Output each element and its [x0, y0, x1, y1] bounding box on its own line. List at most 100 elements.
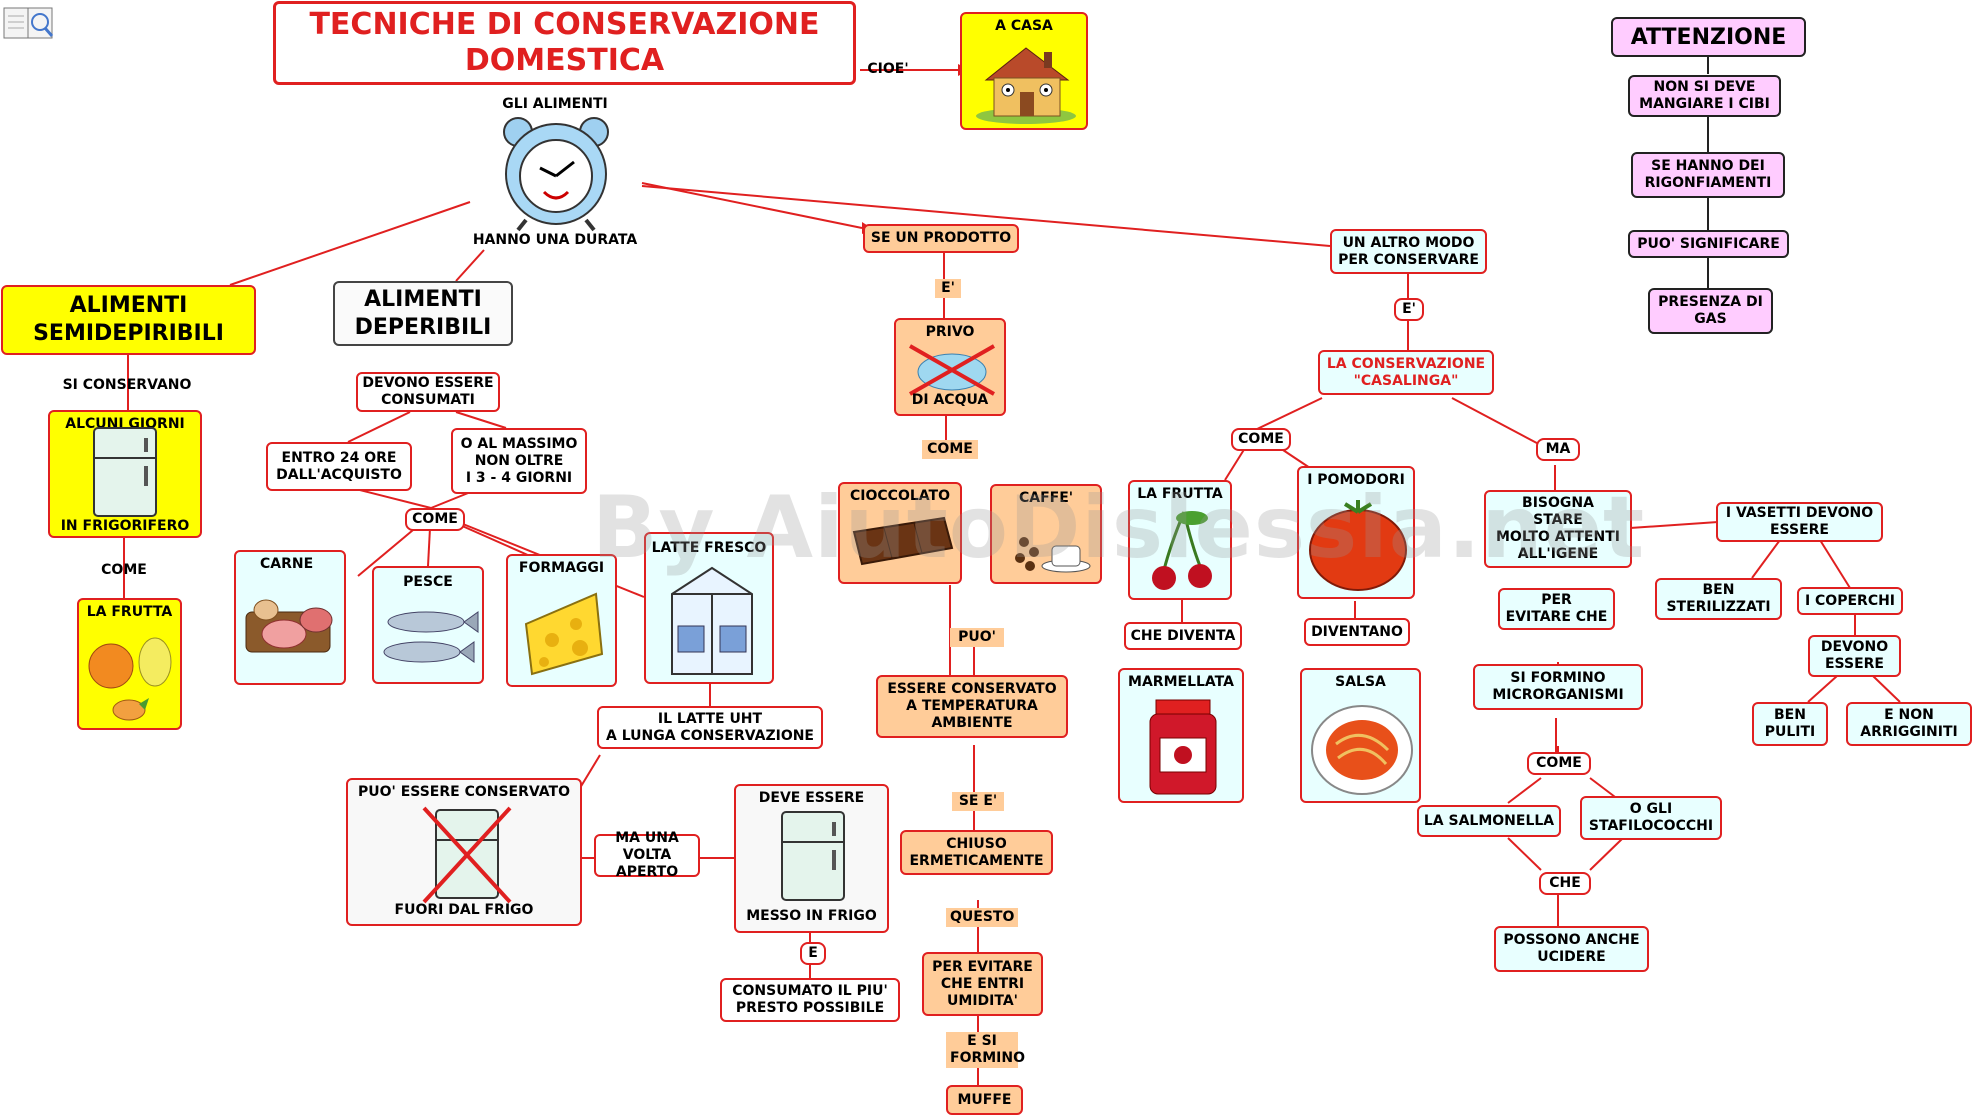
deperibili-title: ALIMENTI DEPERIBILI: [333, 281, 513, 346]
watermark: By AiutoDislessia.net: [592, 478, 1646, 578]
privo-label: PRIVO: [925, 324, 975, 340]
fridge-icon: [781, 811, 845, 901]
node-i-coperchi: I COPERCHI: [1797, 587, 1903, 615]
label-puo: PUO': [950, 628, 1004, 647]
pomodori-label: I POMODORI: [1307, 472, 1405, 488]
node-consumato-presto: CONSUMATO IL PIU' PRESTO POSSIBILE: [720, 978, 900, 1022]
node-che-diventa: CHE DIVENTA: [1124, 622, 1242, 650]
coffee-icon: [1015, 537, 1091, 573]
fish-icon: [383, 611, 479, 663]
frutta-label: LA FRUTTA: [86, 604, 173, 620]
node-chiuso-ermeticamente: CHIUSO ERMETICAMENTE: [900, 830, 1053, 875]
node-diventano: DIVENTANO: [1304, 618, 1410, 646]
attenzione-item: PRESENZA DI GAS: [1648, 288, 1773, 334]
pasta-sauce-icon: [1311, 705, 1413, 795]
node-ben-puliti: BEN PULITI: [1752, 702, 1828, 746]
node-muffe: MUFFE: [946, 1085, 1023, 1115]
node-ma-una-volta-aperto: MA UNA VOLTA APERTO: [594, 830, 700, 880]
node-bisogna-attenti: BISOGNA STARE MOLTO ATTENTI ALL'IGENE: [1484, 490, 1632, 568]
chocolate-icon: [852, 516, 954, 566]
node-vasetti-devono: I VASETTI DEVONO ESSERE: [1716, 502, 1883, 542]
cioccolato-label: CIOCCOLATO: [850, 488, 950, 504]
alcuni-giorni-label-bottom: IN FRIGORIFERO: [60, 518, 190, 534]
pesce-label: PESCE: [403, 574, 453, 590]
label-gli-alimenti: GLI ALIMENTI: [502, 96, 608, 112]
milk-carton-icon: [671, 566, 753, 675]
privo-label-bottom: DI ACQUA: [911, 392, 989, 408]
node-puo-essere-conservato: PUO' ESSERE CONSERVATO FUORI DAL FRIGO: [346, 778, 582, 926]
node-latte-fresco: LATTE FRESCO: [644, 532, 774, 684]
node-per-evitare-che: PER EVITARE CHE: [1498, 588, 1615, 630]
book-logo-icon: [2, 2, 56, 44]
node-carne: CARNE: [234, 550, 346, 685]
cherries-icon: [1152, 511, 1212, 590]
node-altro-modo: UN ALTRO MODO PER CONSERVARE: [1330, 229, 1487, 274]
attenzione-item: PUO' SIGNIFICARE: [1628, 230, 1789, 258]
caffe-label: CAFFE': [1018, 490, 1074, 506]
node-frutta-casalinga: LA FRUTTA: [1128, 480, 1232, 600]
label-si-conservano: SI CONSERVANO: [62, 377, 192, 393]
node-cioccolato: CIOCCOLATO: [838, 482, 962, 584]
attenzione-item: NON SI DEVE MANGIARE I CIBI: [1628, 75, 1781, 117]
label-come-microrganismi: COME: [1527, 752, 1591, 775]
semideperibili-title: ALIMENTI SEMIDEPIRIBILI: [1, 285, 256, 355]
node-stafilococchi: O GLI STAFILOCOCCHI: [1580, 796, 1722, 840]
label-e-prodotto: E': [935, 279, 961, 298]
label-come-casalinga: COME: [1231, 428, 1291, 451]
deve-essere-label: DEVE ESSERE: [758, 790, 865, 806]
label-e: E: [800, 942, 826, 965]
node-formaggi: FORMAGGI: [506, 554, 617, 687]
node-a-casa: A CASA: [960, 12, 1088, 130]
puo-conservato-label: PUO' ESSERE CONSERVATO: [358, 784, 570, 800]
a-casa-label: A CASA: [995, 18, 1053, 34]
label-e-si-formino: E SI FORMINO: [946, 1032, 1025, 1068]
label-se-e: SE E': [952, 792, 1004, 811]
node-caffe: CAFFE': [990, 484, 1102, 584]
node-essere-conservato-ambiente: ESSERE CONSERVATO A TEMPERATURA AMBIENTE: [876, 675, 1068, 738]
node-salsa: SALSA: [1300, 668, 1421, 803]
node-privo-di-acqua: PRIVO DI ACQUA: [894, 318, 1006, 416]
node-pomodori: I POMODORI: [1297, 466, 1415, 599]
node-si-formino-microrganismi: SI FORMINO MICRORGANISMI: [1473, 664, 1643, 710]
label-questo: QUESTO: [946, 908, 1018, 927]
jam-jar-icon: [1149, 699, 1217, 795]
node-entro-24-ore: ENTRO 24 ORE DALL'ACQUISTO: [266, 442, 412, 491]
no-water-icon: [909, 344, 995, 396]
node-conservazione-casalinga: LA CONSERVAZIONE "CASALINGA": [1318, 350, 1494, 395]
node-per-evitare-umidita: PER EVITARE CHE ENTRI UMIDITA': [922, 952, 1043, 1016]
alarm-clock-icon: [503, 117, 609, 232]
map-title: TECNICHE DI CONSERVAZIONE DOMESTICA: [273, 1, 856, 85]
node-latte-uht: IL LATTE UHT A LUNGA CONSERVAZIONE: [597, 706, 823, 749]
fruit-icon: [88, 637, 172, 721]
label-e-altro: E': [1394, 298, 1424, 321]
node-alcuni-giorni: ALCUNI GIORNI IN FRIGORIFERO: [48, 410, 202, 538]
node-se-un-prodotto: SE UN PRODOTTO: [863, 224, 1019, 253]
puo-conservato-label-bottom: FUORI DAL FRIGO: [394, 902, 534, 918]
latte-fresco-label: LATTE FRESCO: [651, 540, 767, 556]
label-ma: MA: [1536, 438, 1580, 461]
carne-label: CARNE: [260, 556, 314, 572]
formaggi-label: FORMAGGI: [518, 560, 605, 576]
marmellata-label: MARMELLATA: [1128, 674, 1234, 690]
fridge-icon: [93, 427, 157, 517]
label-che: CHE: [1539, 872, 1591, 895]
frutta-casalinga-label: LA FRUTTA: [1137, 486, 1223, 502]
node-ben-sterilizzati: BEN STERILIZZATI: [1655, 578, 1782, 620]
attenzione-item: SE HANNO DEI RIGONFIAMENTI: [1631, 152, 1785, 198]
node-al-massimo: O AL MASSIMO NON OLTRE I 3 - 4 GIORNI: [451, 428, 587, 494]
node-deve-essere-frigo: DEVE ESSERE MESSO IN FRIGO: [734, 784, 889, 933]
tomato-icon: [1309, 500, 1407, 591]
node-marmellata: MARMELLATA: [1118, 668, 1244, 803]
salsa-label: SALSA: [1335, 674, 1386, 690]
node-la-frutta: LA FRUTTA: [77, 598, 182, 730]
node-salmonella: LA SALMONELLA: [1417, 805, 1561, 837]
meat-icon: [245, 599, 333, 653]
label-come-deperibili: COME: [405, 508, 465, 531]
label-come-prodotto: COME: [922, 440, 978, 459]
attenzione-title: ATTENZIONE: [1611, 17, 1806, 57]
node-non-arrugginiti: E NON ARRIGGINITI: [1846, 702, 1972, 746]
node-devono-essere: DEVONO ESSERE: [1808, 635, 1901, 677]
node-possono-uccidere: POSSONO ANCHE UCIDERE: [1494, 926, 1649, 972]
deve-essere-label-bottom: MESSO IN FRIGO: [746, 908, 877, 924]
